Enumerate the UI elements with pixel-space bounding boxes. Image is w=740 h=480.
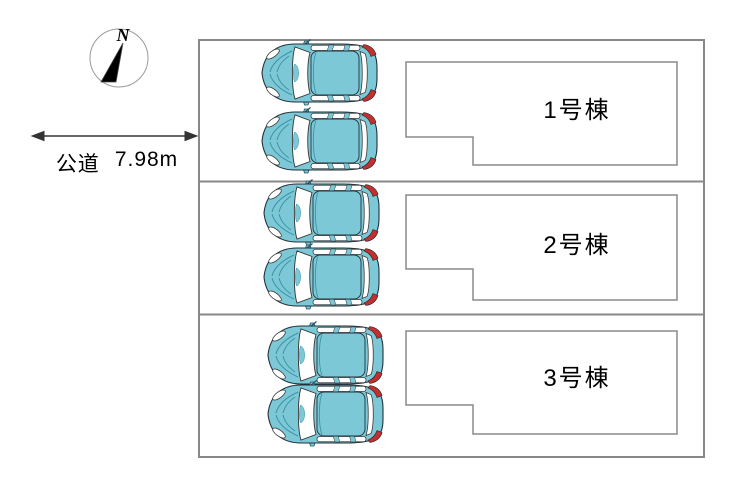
car-icon — [267, 321, 384, 388]
car-icon — [261, 39, 378, 106]
compass-north-label: N — [116, 25, 130, 45]
building-2-outline — [405, 194, 678, 301]
car-icon — [267, 380, 384, 447]
building-1-outline — [405, 61, 678, 166]
north-compass — [89, 28, 149, 88]
road-width-label: 公道 7.98m — [27, 148, 207, 178]
building-3-label: 3号棟 — [543, 365, 611, 392]
compass-needle-icon — [100, 42, 124, 83]
road-width-arrow — [30, 130, 199, 142]
building-1-label: 1号棟 — [543, 97, 611, 124]
road-width-value: 7.98m — [114, 148, 179, 171]
car-icon — [263, 179, 380, 246]
car-icon — [261, 107, 378, 174]
arrow-head-left-icon — [30, 130, 45, 142]
compass-circle — [89, 28, 149, 88]
road-type-label: 公道 — [55, 153, 100, 176]
building-3-outline — [405, 330, 678, 435]
car-icon — [263, 243, 380, 310]
arrow-head-right-icon — [184, 130, 199, 142]
building-2-label: 2号棟 — [543, 232, 611, 259]
